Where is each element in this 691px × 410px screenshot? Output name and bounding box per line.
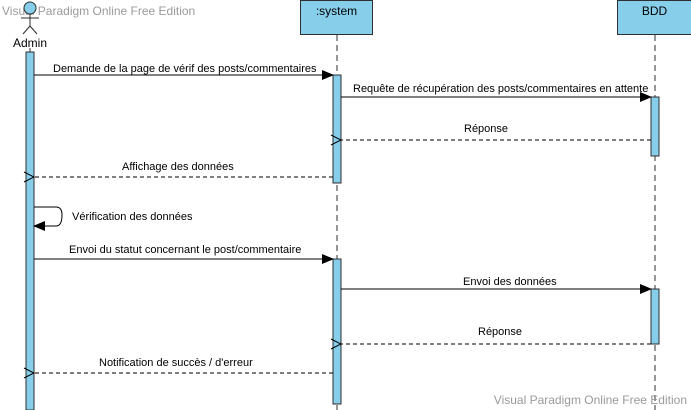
message-label-9: Notification de succès / d'erreur	[99, 357, 253, 369]
message-label-1: Demande de la page de vérif des posts/co…	[53, 63, 317, 75]
system-label: :system	[315, 4, 358, 18]
system-lifeline-header[interactable]: :system	[300, 0, 373, 35]
self-message-arrow-5[interactable]	[33, 206, 63, 231]
message-label-2: Requête de récupération des posts/commen…	[353, 83, 649, 95]
message-label-4: Affichage des données	[122, 161, 234, 173]
admin-activation-bar[interactable]	[25, 51, 35, 410]
bdd-label: BDD	[641, 4, 668, 18]
system-activation-bar-1[interactable]	[332, 74, 342, 184]
admin-label: Admin	[13, 36, 48, 50]
watermark-top: Visual Paradigm Online Free Edition	[2, 4, 196, 18]
bdd-activation-bar-1[interactable]	[650, 96, 660, 157]
message-label-6: Envoi du statut concernant le post/comme…	[69, 244, 302, 256]
bdd-activation-bar-2[interactable]	[650, 288, 660, 345]
message-label-8: Réponse	[478, 326, 523, 338]
watermark-bottom: Visual Paradigm Online Free Edition	[493, 393, 687, 407]
message-label-3: Réponse	[464, 123, 509, 135]
admin-actor-icon[interactable]	[21, 1, 39, 35]
system-activation-bar-2[interactable]	[332, 258, 342, 405]
message-label-7: Envoi des données	[463, 276, 557, 288]
bdd-lifeline-header[interactable]: BDD	[617, 0, 691, 35]
message-label-5: Vérification des données	[72, 211, 193, 223]
